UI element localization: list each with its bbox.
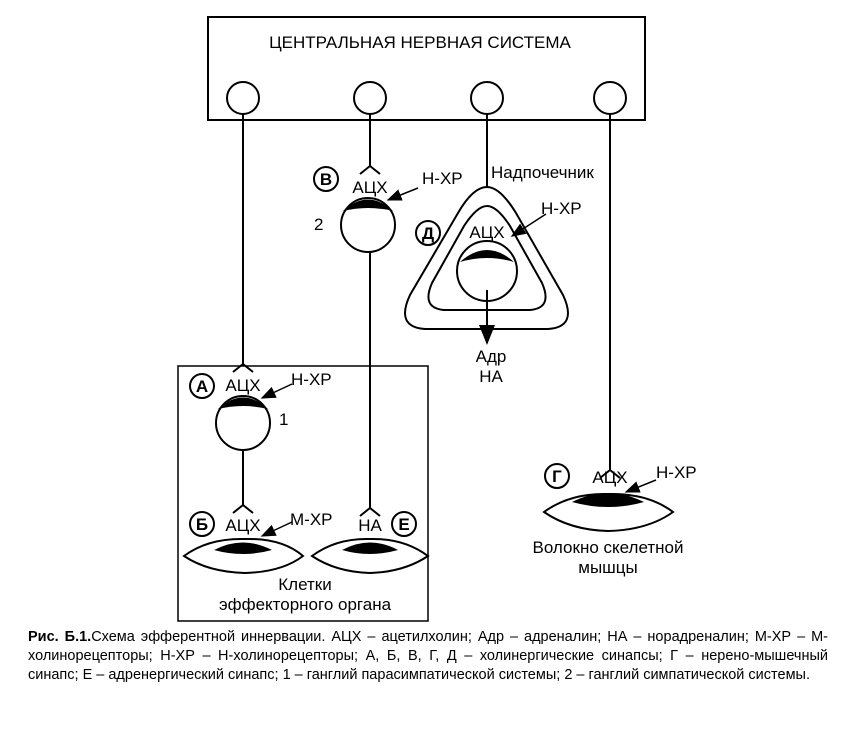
label-ach-b: АЦХ [225, 516, 260, 535]
label-ach-a: АЦХ [225, 376, 260, 395]
label-mxr: М-ХР [290, 510, 333, 529]
receptor-fork-g [599, 468, 621, 479]
cns-box: ЦЕНТРАЛЬНАЯ НЕРВНАЯ СИСТЕМА [207, 16, 646, 121]
label-ganglion-2: 2 [314, 215, 323, 234]
caption-title: Рис. Б.1. [28, 629, 92, 645]
synapse-a: А [196, 377, 208, 396]
cns-neuron-3 [470, 81, 504, 115]
label-effector-line2: эффекторного органа [219, 595, 392, 614]
receptor-fork-a [232, 362, 254, 373]
synapse-e: Е [398, 515, 409, 534]
synapse-g: Г [552, 467, 562, 486]
receptor-fork-b [232, 503, 254, 514]
ganglion-2 [340, 197, 396, 253]
effector-organ-box [177, 365, 429, 622]
label-nxr-d: Н-ХР [541, 199, 582, 218]
figure-caption: Рис. Б.1.Схема эфферентной иннервации. А… [28, 628, 828, 685]
label-ganglion-1: 1 [279, 410, 288, 429]
label-adrenal: Надпочечник [491, 163, 594, 182]
label-muscle-line1: Волокно скелетной [533, 538, 684, 557]
cns-neuron-4 [593, 81, 627, 115]
label-ach-d: АЦХ [469, 223, 504, 242]
label-ach-v: АЦХ [352, 178, 387, 197]
label-adr: Адр [476, 347, 507, 366]
label-effector-line1: Клетки [278, 575, 331, 594]
adrenal-gland [404, 185, 569, 345]
synapse-v: В [320, 170, 332, 189]
synapse-d: Д [422, 224, 434, 243]
effector-cell-e [310, 537, 430, 575]
label-muscle-line2: мышцы [578, 558, 638, 577]
cns-title: ЦЕНТРАЛЬНАЯ НЕРВНАЯ СИСТЕМА [269, 33, 571, 52]
skeletal-muscle-fiber [542, 492, 675, 533]
label-nxr-v: Н-ХР [422, 169, 463, 188]
receptor-fork-e [359, 506, 381, 517]
ganglion-1 [215, 395, 271, 451]
caption-text: Схема эфферентной иннервации. АЦХ – ацет… [28, 629, 828, 683]
receptor-fork-v [359, 164, 381, 175]
synapse-b: Б [196, 515, 208, 534]
label-nxr-a: Н-ХР [291, 370, 332, 389]
cns-neuron-2 [353, 81, 387, 115]
label-ach-g: АЦХ [592, 468, 627, 487]
cns-neuron-1 [226, 81, 260, 115]
label-nxr-g: Н-ХР [656, 463, 697, 482]
label-adr-na: НА [479, 367, 503, 386]
synapse-markers: В Д А Б Е Г [189, 166, 570, 537]
receptor-forks [232, 164, 621, 517]
effector-cell-b [182, 537, 305, 575]
diagram-labels: АЦХ Н-ХР 2 Надпочечник АЦХ Н-ХР Адр НА А… [219, 163, 697, 614]
receptor-arrows [260, 187, 657, 537]
label-na-e: НА [358, 516, 382, 535]
